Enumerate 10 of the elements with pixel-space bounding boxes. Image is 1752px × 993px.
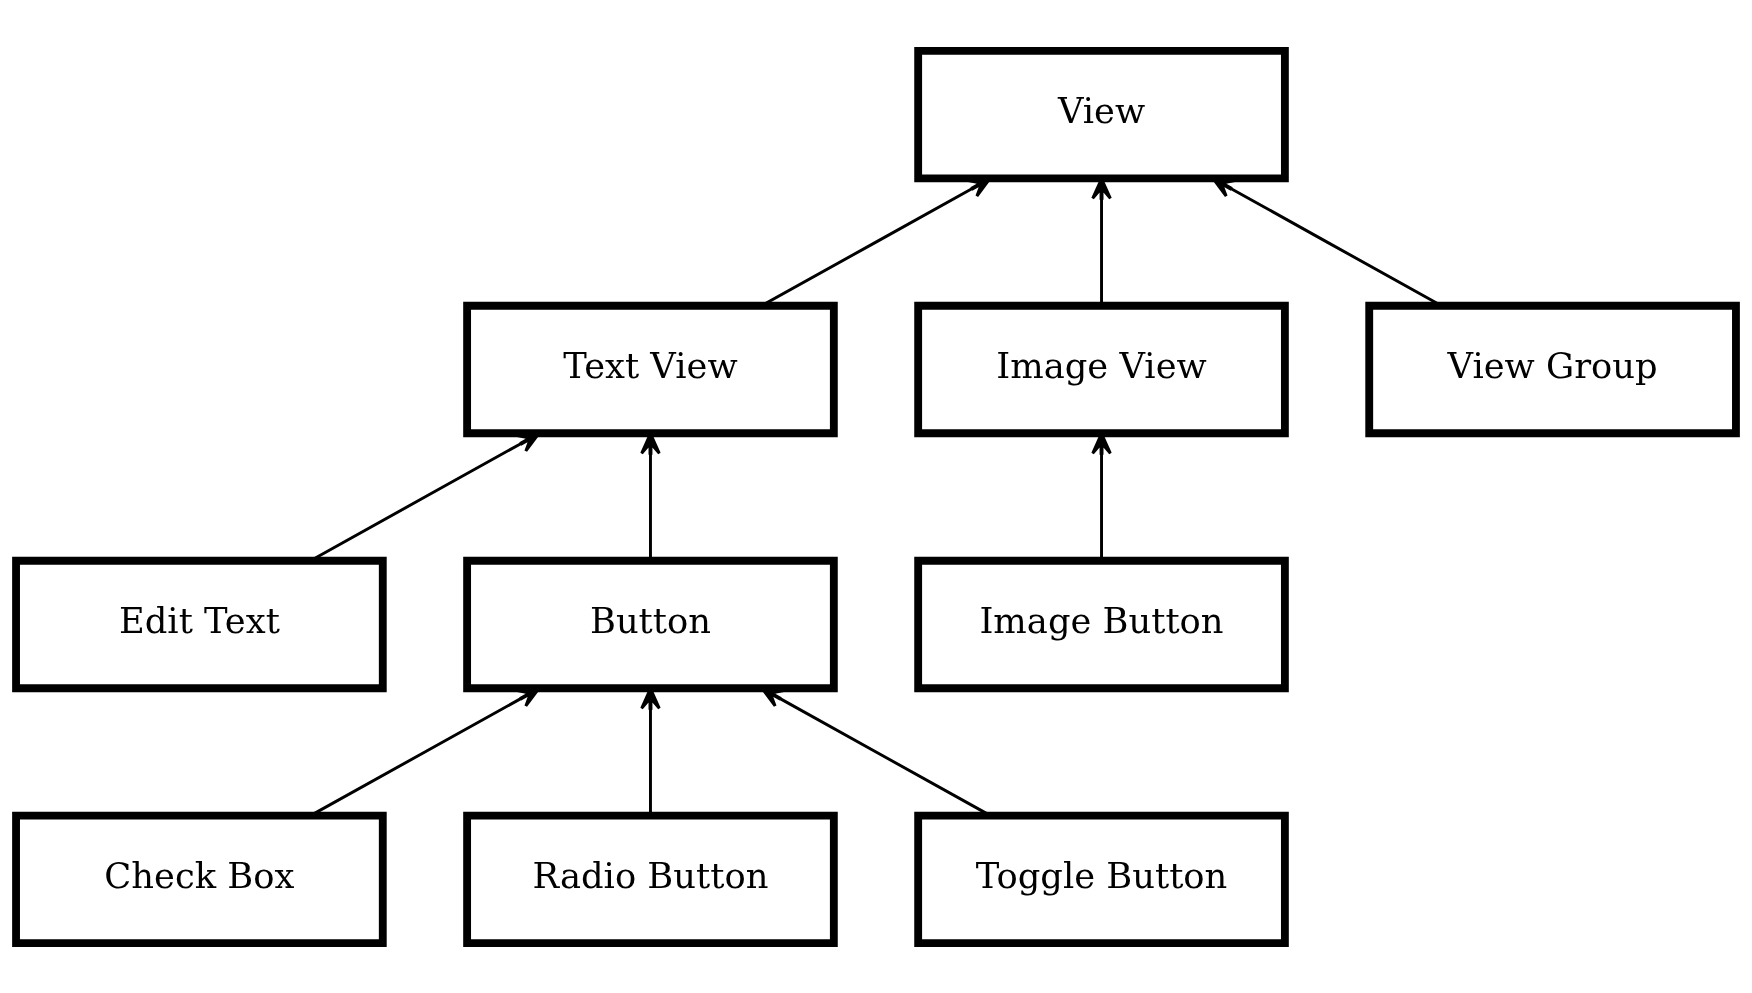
node-box: Radio Button xyxy=(463,811,838,947)
node-box: Toggle Button xyxy=(914,811,1289,947)
node-box: Text View xyxy=(463,301,838,437)
node-box: Image Button xyxy=(914,556,1289,692)
node-box: Button xyxy=(463,556,838,692)
node-box: Image View xyxy=(914,301,1289,437)
node-box: View xyxy=(914,46,1289,182)
node-box: View Group xyxy=(1365,301,1740,437)
node-box: Edit Text xyxy=(12,556,387,692)
node-box: Check Box xyxy=(12,811,387,947)
